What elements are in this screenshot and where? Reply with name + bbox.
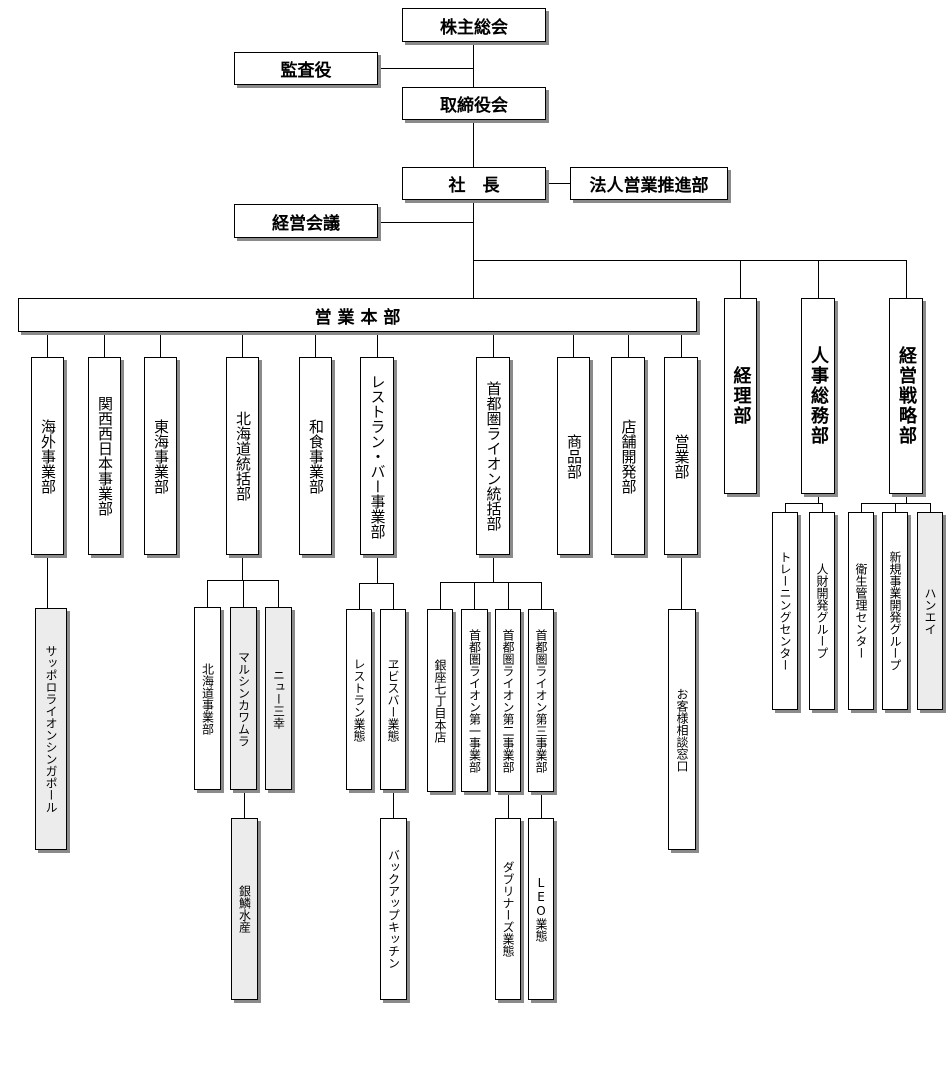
unit-box: 首都圏ライオン第三事業部	[528, 609, 554, 792]
division-box: 海外事業部	[31, 357, 64, 555]
box-label: 首都圏ライオン第二事業部	[501, 628, 515, 773]
box-label: レストラン業態	[352, 657, 366, 742]
unit-box: 衛生管理センター	[848, 512, 874, 710]
unit-box: バックアップキッチン	[380, 818, 407, 1000]
box-label: 銀鱗水産	[237, 885, 252, 933]
division-box: レストラン・バー事業部	[360, 357, 394, 555]
box-label: 経理部	[730, 366, 752, 426]
box-label: 北海道統括部	[234, 411, 252, 501]
unit-box: LEO業態	[528, 818, 554, 1000]
president-box: 社 長	[402, 167, 546, 200]
box-label: 営業部	[672, 433, 691, 479]
box-label: 商品部	[565, 433, 583, 479]
unit-box: レストラン業態	[346, 609, 372, 790]
shareholders-meeting-box: 株主総会	[402, 8, 546, 42]
division-box: 東海事業部	[144, 357, 177, 555]
box-label: 法人営業推進部	[589, 176, 709, 196]
unit-box: 人財開発グループ	[809, 512, 835, 710]
affiliate-box: サッポロライオンシンガポール	[35, 608, 67, 850]
affiliate-box: マルシンカワムラ	[230, 607, 257, 790]
box-label: ハンエイ	[923, 587, 937, 635]
box-label: 首都圏ライオン第一事業部	[467, 628, 482, 773]
affiliate-box: ハンエイ	[917, 512, 943, 710]
box-label: ダブリナーズ業態	[501, 861, 515, 957]
management-council-box: 経営会議	[234, 204, 378, 238]
box-label: 衛生管理センター	[854, 563, 868, 659]
unit-box: 新規事業開発グループ	[882, 512, 908, 710]
box-label: サッポロライオンシンガポール	[44, 645, 58, 813]
division-box: 営業部	[664, 357, 698, 555]
unit-box: 銀座七丁目本店	[427, 609, 453, 792]
box-label: 東海事業部	[152, 418, 170, 494]
unit-box: 首都圏ライオン第一事業部	[461, 609, 488, 792]
box-label: LEO業態	[534, 876, 548, 942]
box-label: トレーニングセンター	[778, 551, 792, 671]
box-label: 北海道事業部	[200, 662, 215, 735]
unit-box: ダブリナーズ業態	[495, 818, 521, 1000]
box-label: バックアップキッチン	[386, 849, 401, 969]
box-label: 経営会議	[272, 213, 340, 234]
affiliate-box: ニュー三幸	[265, 607, 292, 790]
unit-box: ヱビスバー業態	[380, 609, 406, 790]
division-box: 首都圏ライオン統括部	[476, 357, 510, 555]
affiliate-box: 銀鱗水産	[231, 818, 258, 1000]
box-label: 和食事業部	[307, 418, 325, 494]
box-label: 銀座七丁目本店	[433, 658, 447, 743]
box-label: 営 業 本 部	[314, 307, 401, 328]
division-box: 店舗開発部	[611, 357, 645, 555]
box-label: 首都圏ライオン第三事業部	[534, 628, 548, 773]
box-label: マルシンカワムラ	[236, 650, 251, 747]
box-label: 海外事業部	[39, 418, 57, 494]
unit-box: 首都圏ライオン第二事業部	[495, 609, 521, 792]
unit-box: トレーニングセンター	[772, 512, 798, 710]
sales-hq-box: 営 業 本 部	[18, 298, 697, 332]
box-label: 人財開発グループ	[815, 563, 829, 659]
staff-dept-box: 人事総務部	[801, 298, 835, 494]
division-box: 北海道統括部	[226, 357, 259, 555]
box-label: 新規事業開発グループ	[888, 551, 902, 671]
box-label: 店舗開発部	[619, 418, 638, 494]
box-label: 人事総務部	[808, 346, 829, 446]
unit-box: 北海道事業部	[194, 607, 221, 790]
box-label: ニュー三幸	[271, 668, 286, 729]
box-label: 社 長	[448, 176, 500, 196]
box-label: ヱビスバー業態	[386, 657, 400, 742]
division-box: 和食事業部	[299, 357, 332, 555]
box-label: 経営戦略部	[896, 346, 917, 446]
board-box: 取締役会	[402, 87, 546, 120]
staff-dept-box: 経理部	[724, 298, 757, 494]
box-label: 取締役会	[440, 96, 508, 116]
division-box: 商品部	[557, 357, 590, 555]
box-label: 監査役	[280, 61, 332, 81]
corporate-sales-box: 法人営業推進部	[570, 167, 728, 200]
auditor-box: 監査役	[234, 52, 378, 85]
staff-dept-box: 経営戦略部	[889, 298, 923, 494]
box-label: レストラン・バー事業部	[368, 373, 387, 539]
unit-box: お客様相談窓口	[668, 609, 696, 850]
box-label: 首都圏ライオン統括部	[484, 381, 503, 531]
box-label: 関西西日本事業部	[96, 396, 114, 516]
box-label: お客様相談窓口	[675, 687, 689, 772]
box-label: 株主総会	[440, 17, 508, 38]
division-box: 関西西日本事業部	[88, 357, 121, 555]
